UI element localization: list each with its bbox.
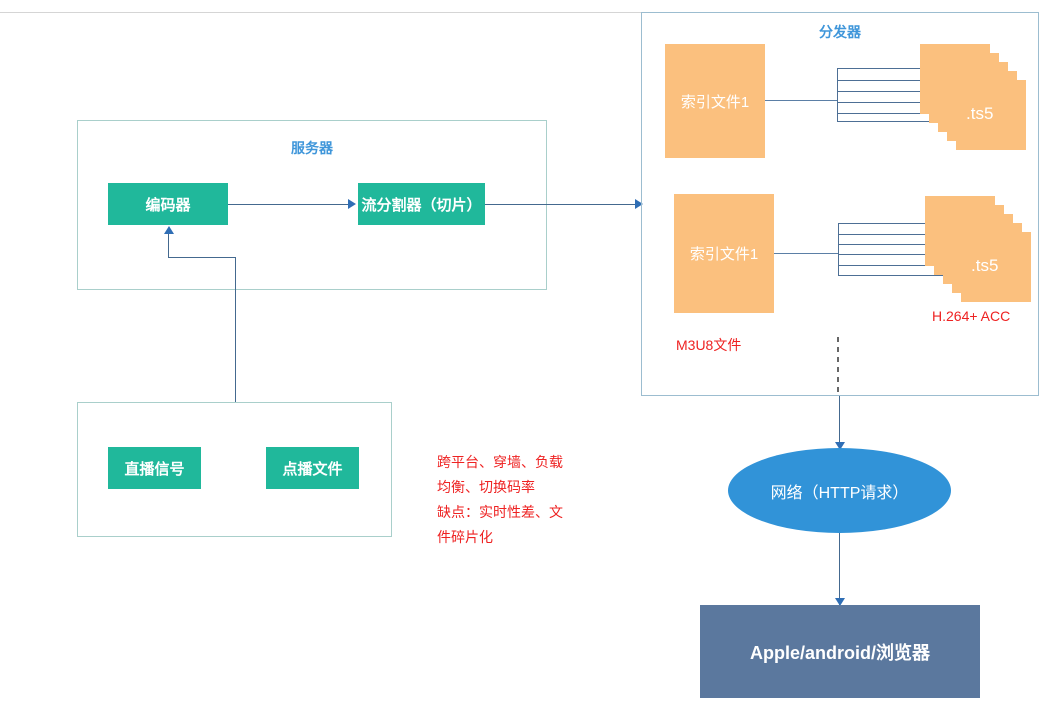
m3u8-annotation: M3U8文件 xyxy=(676,337,742,353)
segments-ellipsis-dots xyxy=(837,332,839,392)
top-divider-rule xyxy=(0,12,641,13)
advantages-annotation: 跨平台、穿墙、负载 均衡、切换码率 xyxy=(437,454,563,495)
distributor-group-title: 分发器 xyxy=(819,24,861,40)
connector-encoder-to-slicer xyxy=(228,204,350,205)
index-file-box-1[interactable]: 索引文件1 xyxy=(665,44,765,158)
disadvantages-annotation: 缺点：实时性差、文 件碎片化 xyxy=(437,504,563,545)
arrowhead-slicer-to-distributor xyxy=(635,199,643,209)
slicer-box[interactable]: 流分割器（切片） xyxy=(358,183,485,225)
connector-source-vertical xyxy=(235,257,236,402)
connector-index2-to-segments xyxy=(774,253,838,254)
arrowhead-network-to-client xyxy=(835,598,845,606)
index-file-box-2[interactable]: 索引文件1 xyxy=(674,194,774,313)
live-signal-box[interactable]: 直播信号 xyxy=(108,447,201,489)
server-group-frame xyxy=(77,120,547,290)
vod-file-box[interactable]: 点播文件 xyxy=(266,447,359,489)
server-group-title: 服务器 xyxy=(291,140,333,156)
encoder-box[interactable]: 编码器 xyxy=(108,183,228,225)
distributor-group-frame xyxy=(641,12,1039,396)
connector-network-to-client xyxy=(839,533,840,605)
client-devices-box[interactable]: Apple/android/浏览器 xyxy=(700,605,980,698)
ts-segment-label-2: .ts5 xyxy=(971,256,999,275)
connector-index1-to-segments xyxy=(765,100,837,101)
arrowhead-encoder-to-slicer xyxy=(348,199,356,209)
connector-source-horizontal xyxy=(168,257,236,258)
network-ellipse[interactable]: 网络（HTTP请求） xyxy=(728,448,951,533)
codec-annotation: H.264+ ACC xyxy=(932,308,1011,324)
arrowhead-source-to-encoder xyxy=(164,226,174,234)
connector-source-to-encoder xyxy=(168,233,169,258)
connector-slicer-to-distributor xyxy=(485,204,637,205)
connector-distributor-to-network xyxy=(839,396,840,446)
source-group-frame xyxy=(77,402,392,537)
arrowhead-distributor-to-network xyxy=(835,442,845,450)
ts-segment-label-1: .ts5 xyxy=(966,104,994,123)
